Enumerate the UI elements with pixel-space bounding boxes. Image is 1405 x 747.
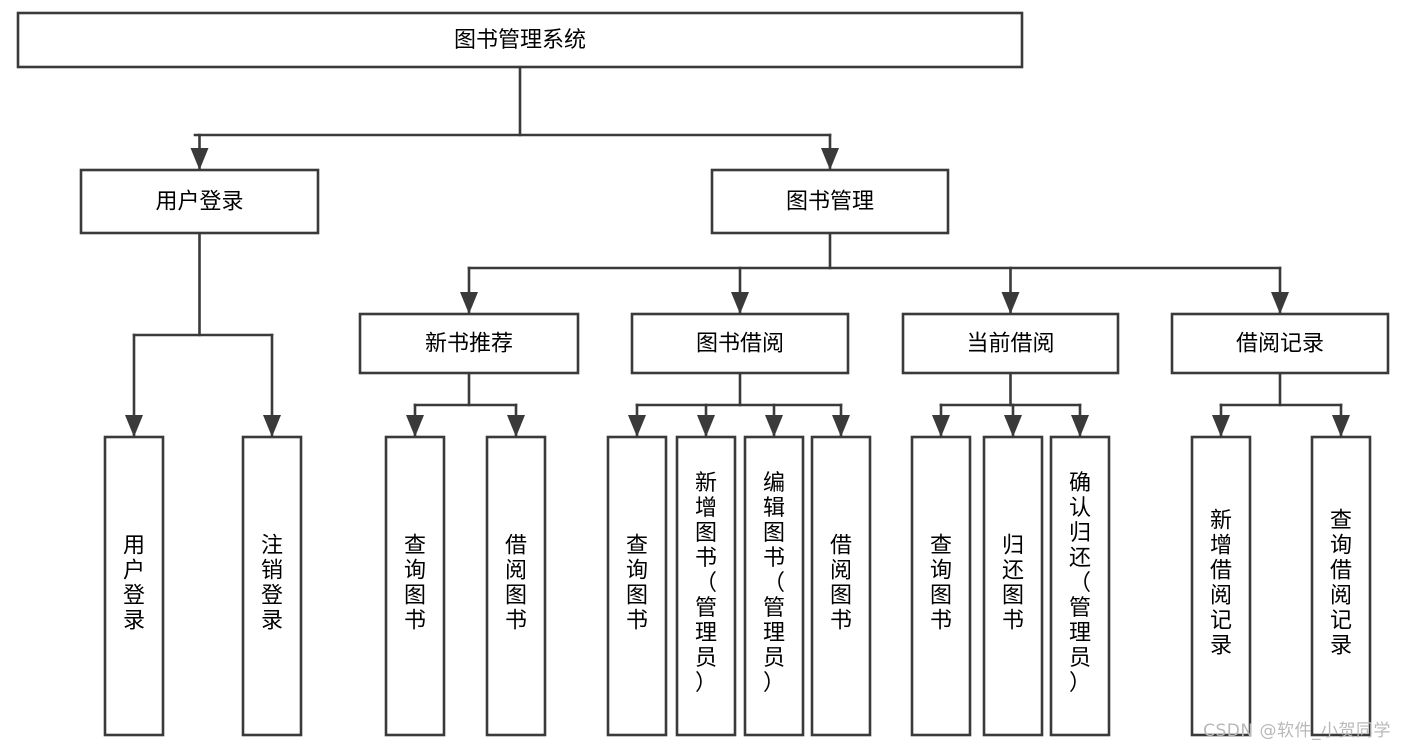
leaf-node-box[interactable] — [606, 435, 668, 737]
leaf-node-7[interactable]: 借阅图书 — [810, 435, 872, 737]
arrow-head-borrow-3 — [832, 415, 850, 437]
leaf-node-label: 编辑图书（管理员） — [763, 471, 785, 696]
level3-node-label: 借阅记录 — [1236, 332, 1324, 357]
level3-node-0[interactable]: 新书推荐 — [358, 312, 580, 375]
level3-node-box[interactable] — [358, 312, 580, 375]
level3-node-label: 新书推荐 — [425, 332, 513, 357]
leaf-node-box[interactable] — [485, 435, 547, 737]
leaf-node-9[interactable]: 归还图书 — [982, 435, 1044, 737]
level2-node-box[interactable] — [710, 168, 950, 235]
level3-node-box[interactable] — [630, 312, 850, 375]
arrow-head-level3-0 — [460, 292, 478, 314]
leaf-node-8[interactable]: 查询图书 — [910, 435, 972, 737]
leaf-node-label: 用户登录 — [123, 534, 145, 634]
leaf-node-10[interactable]: 确认归还（管理员） — [1049, 435, 1111, 737]
leaf-node-label: 查询图书 — [626, 534, 648, 634]
leaf-node-box[interactable] — [982, 435, 1044, 737]
leaf-node-label: 借阅图书 — [505, 534, 527, 634]
leaf-node-3[interactable]: 借阅图书 — [485, 435, 547, 737]
arrow-head-level3-2 — [1001, 292, 1020, 314]
leaf-node-1[interactable]: 注销登录 — [241, 435, 303, 737]
arrow-head-userlogin-0 — [125, 415, 143, 437]
root-node-label: 图书管理系统 — [454, 28, 586, 53]
leaf-node-box[interactable] — [1310, 435, 1372, 737]
arrow-head-record-1 — [1332, 415, 1350, 437]
leaf-node-box[interactable] — [384, 435, 446, 737]
level3-node-3[interactable]: 借阅记录 — [1170, 312, 1390, 375]
leaf-node-label: 归还图书 — [1002, 534, 1024, 634]
arrow-head-level3-3 — [1271, 292, 1289, 314]
root-node-box[interactable] — [16, 11, 1024, 69]
level3-node-box[interactable] — [901, 312, 1120, 375]
leaf-node-4[interactable]: 查询图书 — [606, 435, 668, 737]
leaf-node-2[interactable]: 查询图书 — [384, 435, 446, 737]
leaf-node-0[interactable]: 用户登录 — [103, 435, 165, 737]
arrow-head-newbook-0 — [406, 415, 424, 437]
arrow-head-current-2 — [1071, 415, 1089, 437]
arrow-head-level2-0 — [190, 148, 209, 170]
leaf-node-5[interactable]: 新增图书（管理员） — [675, 435, 737, 737]
leaf-node-6[interactable]: 编辑图书（管理员） — [743, 435, 805, 737]
arrow-head-borrow-2 — [765, 415, 783, 437]
arrow-head-current-1 — [1004, 415, 1022, 437]
node-layer: 图书管理系统用户登录图书管理新书推荐图书借阅当前借阅借阅记录用户登录注销登录查询… — [16, 11, 1390, 737]
arrow-head-level2-1 — [821, 148, 839, 170]
leaf-node-label: 查询借阅记录 — [1330, 509, 1352, 659]
leaf-node-box[interactable] — [103, 435, 165, 737]
level3-node-label: 当前借阅 — [966, 332, 1054, 357]
leaf-node-11[interactable]: 新增借阅记录 — [1190, 435, 1252, 737]
level2-node-label: 图书管理 — [786, 190, 874, 215]
level2-node-0[interactable]: 用户登录 — [79, 168, 320, 235]
leaf-node-box[interactable] — [241, 435, 303, 737]
arrow-head-current-0 — [932, 415, 950, 437]
level2-node-label: 用户登录 — [155, 190, 243, 215]
leaf-node-label: 查询图书 — [404, 534, 426, 634]
leaf-node-label: 注销登录 — [261, 534, 283, 634]
arrow-head-borrow-0 — [628, 415, 646, 437]
arrow-head-borrow-1 — [697, 415, 715, 437]
leaf-node-box[interactable] — [910, 435, 972, 737]
arrow-head-record-0 — [1212, 415, 1230, 437]
level3-node-label: 图书借阅 — [696, 332, 784, 357]
leaf-node-12[interactable]: 查询借阅记录 — [1310, 435, 1372, 737]
level3-node-1[interactable]: 图书借阅 — [630, 312, 850, 375]
level3-node-box[interactable] — [1170, 312, 1390, 375]
connector-layer — [125, 65, 1350, 438]
arrow-head-userlogin-1 — [263, 415, 281, 437]
level2-node-1[interactable]: 图书管理 — [710, 168, 950, 235]
level2-node-box[interactable] — [79, 168, 320, 235]
leaf-node-box[interactable] — [743, 435, 805, 737]
leaf-node-box[interactable] — [675, 435, 737, 737]
root-node-0[interactable]: 图书管理系统 — [16, 11, 1024, 69]
arrow-head-newbook-1 — [507, 415, 525, 437]
level3-node-2[interactable]: 当前借阅 — [901, 312, 1120, 375]
leaf-node-label: 借阅图书 — [830, 534, 852, 634]
leaf-node-label: 查询图书 — [930, 534, 952, 634]
leaf-node-box[interactable] — [810, 435, 872, 737]
arrow-head-level3-1 — [731, 292, 749, 314]
leaf-node-box[interactable] — [1190, 435, 1252, 737]
leaf-node-box[interactable] — [1049, 435, 1111, 737]
leaf-node-label: 新增借阅记录 — [1210, 509, 1232, 659]
leaf-node-label: 确认归还（管理员） — [1069, 471, 1091, 696]
leaf-node-label: 新增图书（管理员） — [695, 471, 717, 696]
